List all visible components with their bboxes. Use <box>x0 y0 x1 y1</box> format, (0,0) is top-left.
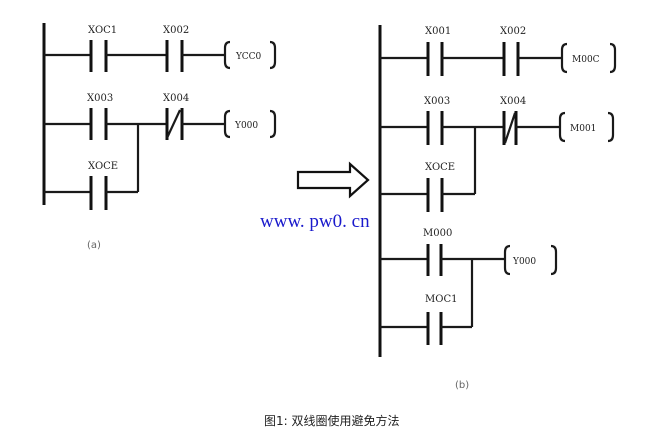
diagram-b: X001 X002 M00C X003 X004 M001 XOCE <box>378 25 617 391</box>
rung-a1: XOC1 X002 YCC0 <box>44 25 277 72</box>
contact-label: X002 <box>163 25 189 36</box>
diagram-a: XOC1 X002 YCC0 X003 X004 Y000 XOCE <box>42 23 277 251</box>
figure-title: 图1: 双线圈使用避免方法 <box>264 413 400 428</box>
caption-a: (a) <box>87 240 101 251</box>
rung-b3: M000 Y000 MOC1 <box>380 228 558 345</box>
right-arrow-icon <box>296 161 370 199</box>
contact-label: XOCE <box>88 161 118 172</box>
coil-b2 <box>558 111 566 143</box>
coil-a1 <box>223 40 231 70</box>
rung-b2: X003 X004 M001 XOCE <box>380 96 615 212</box>
coil-b3 <box>503 244 511 276</box>
caption-b: (b) <box>455 380 469 391</box>
contact-label: XOC1 <box>88 25 117 36</box>
contact-label: X004 <box>500 96 526 107</box>
contact-label: XOCE <box>425 162 455 173</box>
coil-label: YCC0 <box>235 52 262 62</box>
coil-label: Y000 <box>234 121 258 131</box>
contact-label: M000 <box>423 228 452 239</box>
rung-b1: X001 X002 M00C <box>380 26 617 76</box>
contact-label: MOC1 <box>425 294 457 305</box>
coil-b1 <box>560 42 568 74</box>
contact-label: X003 <box>424 96 450 107</box>
contact-label: X002 <box>500 26 526 37</box>
contact-label: X001 <box>425 26 451 37</box>
coil-a2 <box>223 109 231 139</box>
contact-label: X004 <box>163 93 189 104</box>
coil-label: M00C <box>572 55 600 65</box>
coil-label: Y000 <box>512 257 536 267</box>
rung-a2: X003 X004 Y000 XOCE <box>44 93 277 210</box>
coil-label: M001 <box>570 124 596 134</box>
contact-label: X003 <box>87 93 113 104</box>
watermark: www. pw0. cn <box>260 211 370 232</box>
